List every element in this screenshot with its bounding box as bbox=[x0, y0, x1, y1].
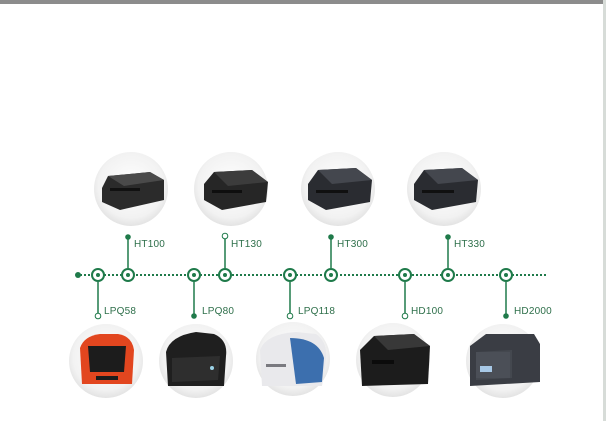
right-edge-strip bbox=[603, 0, 606, 421]
timeline-nodes bbox=[91, 268, 513, 282]
model-label-ht300: HT300 bbox=[337, 239, 369, 250]
label-printer-ht130-icon bbox=[194, 152, 268, 226]
timeline-start-dot bbox=[75, 272, 81, 278]
label-printer-ht330-icon bbox=[407, 152, 481, 226]
industrial-printer-hd2000-icon bbox=[466, 324, 540, 398]
model-label-lpq118: LPQ118 bbox=[298, 306, 336, 317]
receipt-printer-lpq118-icon bbox=[256, 322, 330, 396]
model-label-hd2000: HD2000 bbox=[514, 306, 552, 317]
model-label-ht100: HT100 bbox=[134, 239, 166, 250]
label-printer-ht100-icon bbox=[94, 152, 168, 226]
model-label-lpq58: LPQ58 bbox=[104, 306, 137, 317]
label-printer-ht300-icon bbox=[301, 152, 375, 226]
timeline-node-centers bbox=[96, 273, 508, 277]
model-label-lpq80: LPQ80 bbox=[202, 306, 235, 317]
label-printer-hd100-icon bbox=[356, 323, 430, 397]
model-label-hd100: HD100 bbox=[411, 306, 444, 317]
receipt-printer-lpq80-icon bbox=[159, 324, 233, 398]
top-bar bbox=[0, 0, 606, 4]
model-label-ht130: HT130 bbox=[231, 239, 263, 250]
model-label-ht330: HT330 bbox=[454, 239, 486, 250]
stem-end-dots bbox=[94, 232, 509, 320]
receipt-printer-lpq58-icon bbox=[69, 324, 143, 398]
